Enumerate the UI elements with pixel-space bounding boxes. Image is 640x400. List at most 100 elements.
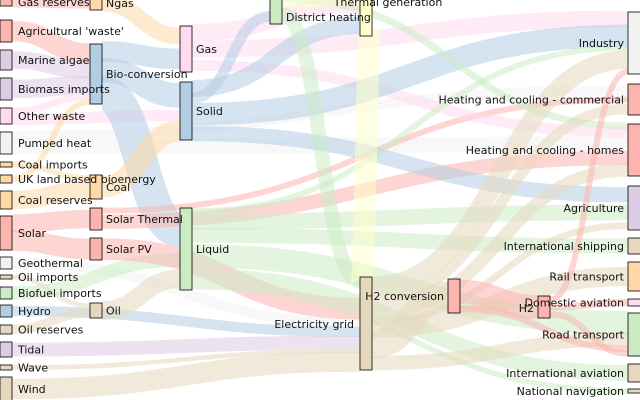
label-uk_land_bio: UK land based bioenergy (18, 173, 156, 186)
link-bio_conversion-to-solid (101, 57, 181, 108)
node-wave[interactable] (0, 364, 13, 371)
node-industry[interactable] (627, 11, 640, 75)
node-solar_thermal[interactable] (89, 207, 103, 231)
link-oil-to-liquid (101, 269, 181, 320)
node-uk_land_bio[interactable] (0, 174, 13, 184)
link-bio_conversion-to-gas (101, 41, 181, 70)
node-rail_transport[interactable] (627, 261, 640, 292)
node-intl_aviation[interactable] (627, 363, 640, 383)
label-agri_waste: Agricultural 'waste' (18, 25, 124, 38)
link-electricity_grid-to-industry (371, 50, 629, 296)
link-oil_reserves-to-oil (11, 308, 91, 335)
label-agriculture: Agriculture (564, 202, 625, 215)
label-gas_reserves: Gas reserves (18, 0, 90, 9)
label-ngas: Ngas (106, 0, 134, 10)
label-heat_homes: Heating and cooling - homes (466, 144, 625, 157)
node-gas[interactable] (179, 25, 193, 73)
node-district_heating[interactable] (269, 0, 283, 25)
link-h2-to-domestic_aviation (549, 298, 629, 311)
node-hydro[interactable] (0, 304, 13, 318)
label-h2_conversion: H2 conversion (365, 290, 444, 303)
node-road_transport[interactable] (627, 312, 640, 357)
node-solid[interactable] (179, 81, 193, 141)
label-oil_reserves: Oil reserves (18, 324, 84, 337)
node-other_waste[interactable] (0, 107, 13, 125)
node-h2_conversion[interactable] (447, 278, 461, 314)
link-ngas-to-gas (101, 0, 181, 45)
node-coal[interactable] (89, 174, 103, 200)
node-solar_pv[interactable] (89, 237, 103, 261)
label-solid: Solid (196, 105, 223, 118)
label-heat_commercial: Heating and cooling - commercial (439, 94, 625, 107)
label-electricity_grid: Electricity grid (274, 318, 354, 331)
label-coal: Coal (106, 181, 130, 194)
link-marine_algae-to-bio_conversion (11, 51, 91, 79)
node-liquid[interactable] (179, 207, 193, 291)
link-h2_conversion-to-h2 (459, 279, 539, 319)
label-wave: Wave (18, 362, 48, 375)
link-h2-to-industry (549, 68, 629, 303)
link-gas_reserves-to-ngas (11, 0, 91, 9)
link-liquid-to-agriculture (191, 204, 629, 230)
node-national_navigation[interactable] (627, 388, 640, 394)
label-national_navigation: National navigation (517, 385, 624, 398)
link-coal_imports-to-coal (11, 161, 91, 181)
link-electricity_grid-to-road_transport (371, 332, 629, 371)
label-other_waste: Other waste (18, 110, 86, 123)
node-ngas[interactable] (89, 0, 103, 11)
link-solid-to-industry (191, 24, 629, 126)
node-biomass_imports[interactable] (0, 77, 13, 101)
label-district_heating: District heating (286, 11, 371, 24)
label-thermal_generation: Thermal generation (333, 0, 443, 9)
label-liquid: Liquid (196, 243, 229, 256)
node-coal_reserves[interactable] (0, 190, 13, 210)
link-district_heating-to-electricity_grid (279, 6, 363, 289)
node-h2[interactable] (537, 295, 551, 319)
label-road_transport: Road transport (542, 329, 625, 342)
link-uk_land_bio-to-bio_conversion (11, 99, 91, 182)
node-bio_conversion[interactable] (89, 43, 103, 105)
link-solar-to-solar_pv (11, 230, 91, 260)
node-wind[interactable] (0, 376, 13, 400)
node-marine_algae[interactable] (0, 49, 13, 71)
node-heat_homes[interactable] (627, 123, 640, 177)
node-solar[interactable] (0, 215, 13, 251)
node-pumped_heat[interactable] (0, 131, 13, 155)
label-industry: Industry (579, 37, 625, 50)
link-biomass_imports-to-bio_conversion (11, 76, 91, 99)
node-agri_waste[interactable] (0, 19, 13, 43)
node-agriculture[interactable] (627, 185, 640, 231)
node-biofuel_imports[interactable] (0, 286, 13, 300)
node-oil_reserves[interactable] (0, 324, 13, 335)
label-oil_imports: Oil imports (18, 271, 79, 284)
node-coal_imports[interactable] (0, 161, 13, 168)
node-thermal_generation[interactable] (359, 0, 373, 37)
link-liquid-to-industry (191, 44, 629, 215)
link-geothermal-to-electricity_grid (11, 257, 361, 329)
node-oil_imports[interactable] (0, 274, 13, 280)
label-solar_pv: Solar PV (106, 243, 152, 256)
label-solar_thermal: Solar Thermal (106, 213, 183, 226)
label-coal_imports: Coal imports (18, 159, 88, 172)
link-tidal-to-electricity_grid (11, 335, 361, 357)
node-heat_commercial[interactable] (627, 83, 640, 116)
link-electricity_grid-to-h2_conversion (370, 281, 450, 359)
label-hydro: Hydro (18, 305, 51, 318)
node-geothermal[interactable] (0, 256, 13, 270)
label-intl_shipping: International shipping (504, 240, 624, 253)
node-gas_reserves[interactable] (0, 0, 13, 7)
node-domestic_aviation[interactable] (627, 298, 640, 307)
node-tidal[interactable] (0, 341, 13, 358)
node-oil[interactable] (89, 302, 103, 319)
link-h2-to-road_transport (549, 311, 629, 357)
node-intl_shipping[interactable] (627, 237, 640, 255)
link-solid-to-district_heating (191, 11, 271, 104)
link-wind-to-electricity_grid (11, 351, 361, 400)
label-coal_reserves: Coal reserves (18, 194, 93, 207)
link-coal-to-solid (100, 120, 182, 198)
link-coal_reserves-to-coal (11, 181, 91, 209)
label-bio_conversion: Bio-conversion (106, 68, 188, 81)
label-domestic_aviation: Domestic aviation (525, 297, 624, 310)
node-electricity_grid[interactable] (359, 276, 373, 371)
